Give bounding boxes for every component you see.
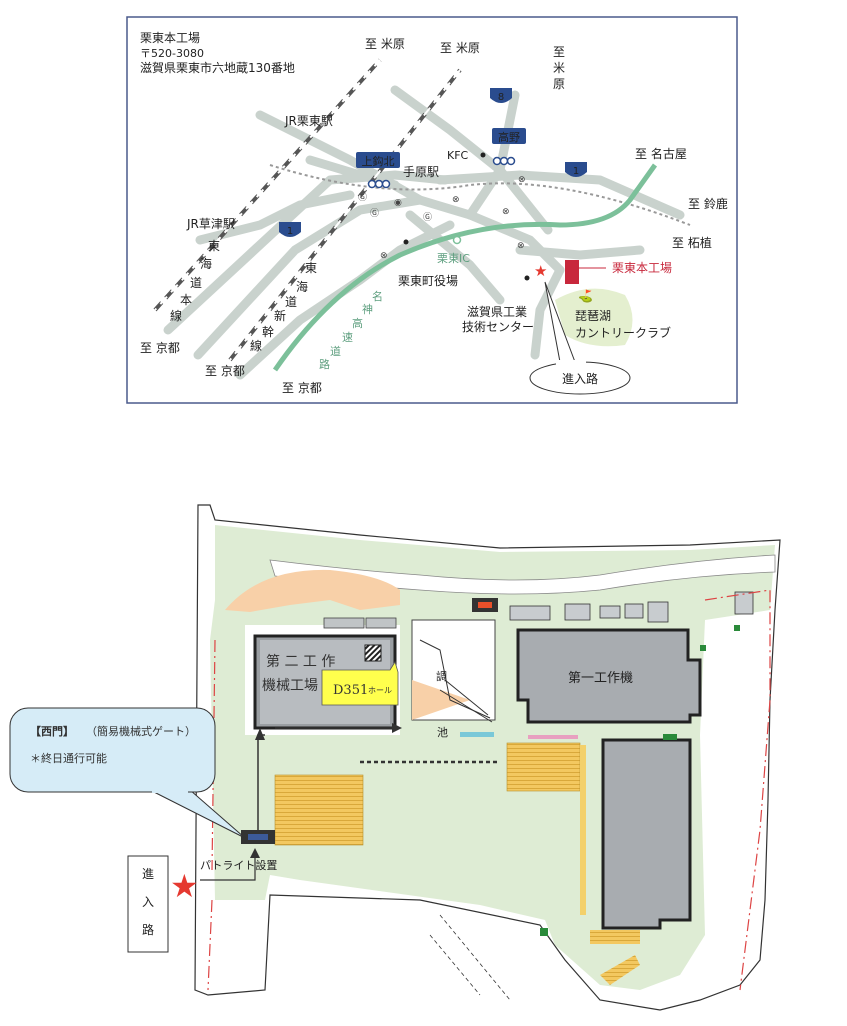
callout-label: 進入路 <box>562 371 598 386</box>
building2-label: 機械工場 <box>262 678 318 694</box>
police-icon: ⊗ <box>517 241 525 251</box>
building3 <box>601 738 692 930</box>
tokaido-line-label: 道 <box>190 276 202 290</box>
entrance-box <box>127 855 169 953</box>
west-gate-subtitle: （簡易機械式ゲート） <box>86 724 196 738</box>
golf-flag-icon: ⛳ <box>578 289 593 303</box>
shinkansen-label: 海 <box>296 279 308 294</box>
landmark-kfc: KFC <box>447 149 469 162</box>
shinkansen-label: 新 <box>274 308 286 323</box>
station-jr-ritto: JR栗東駅 <box>284 114 333 128</box>
meishin-label: 道 <box>330 344 341 358</box>
bank-icon: ◉ <box>394 198 402 208</box>
building1-label: 第一工作機 <box>568 671 633 686</box>
landmark-ritto-ic: 栗東IC <box>437 252 470 265</box>
orange-area <box>225 569 400 612</box>
landmark-ritto-town-office: 栗東町役場 <box>398 273 458 288</box>
map-symbols: Ⓖ Ⓖ Ⓖ ◉ ⊗ ⊗ ⊗ ⊗ ⊗ <box>358 152 530 281</box>
route-8-number: 8 <box>498 92 504 103</box>
meishin-label: 高 <box>352 316 363 330</box>
meishin-expressway <box>272 163 658 372</box>
direction-nagoya: 至 名古屋 <box>635 146 687 161</box>
direction-maibara: 至 米原 <box>440 41 480 55</box>
gas-station-icon: Ⓖ <box>423 212 432 223</box>
landmark-factory: 栗東本工場 <box>612 261 672 275</box>
route-1-icon: 1 <box>279 222 301 237</box>
pond-label: 池 <box>437 726 448 739</box>
direction-maibara: 原 <box>553 77 565 91</box>
shinkansen-label: 幹 <box>262 324 274 339</box>
building1 <box>516 628 702 724</box>
police-icon: ⊗ <box>518 175 526 185</box>
landmark-country-club: カントリークラブ <box>575 325 671 340</box>
site-map: 第 二 工 作 機械工場 D351 ホール 調 池 第一工作機 <box>9 504 781 1011</box>
patrol-light-label: パトライト設置 <box>200 858 277 872</box>
meishin-label: 路 <box>319 358 330 371</box>
meishin-label: 名 <box>372 289 383 303</box>
tokaido-line-label: 本 <box>180 293 192 307</box>
entrance-label: 路 <box>142 922 154 937</box>
north-road <box>269 554 776 595</box>
route-1-icon: 1 <box>565 162 587 177</box>
landmark-country-club: 琵琶湖 <box>575 308 611 323</box>
gas-station-icon: Ⓖ <box>358 192 367 203</box>
direction-maibara: 米 <box>553 61 565 75</box>
west-gate-note: ＊終日通行可能 <box>30 751 107 765</box>
meishin-label: 速 <box>342 331 353 344</box>
address-name: 栗東本工場 <box>140 31 200 45</box>
golf-course-area <box>555 288 633 347</box>
factory-marker <box>565 260 579 284</box>
hall-box <box>321 661 399 706</box>
gas-station-icon: Ⓖ <box>370 208 379 219</box>
hall-code: D351 <box>333 683 368 698</box>
tokaido-line-label: 線 <box>170 308 182 323</box>
address-postal: 〒520-3080 <box>140 47 204 60</box>
direction-maibara: 至 <box>553 45 565 59</box>
factory-entrance-star-icon: ★ <box>534 262 547 280</box>
direction-kyoto: 至 京都 <box>205 364 245 378</box>
kamimagari-kita-badge: 上鈎北 <box>356 152 400 189</box>
direction-kyoto: 至 京都 <box>140 341 180 355</box>
meishin-label: 神 <box>362 302 373 316</box>
takano-label: 高野 <box>498 130 520 144</box>
police-icon: ⊗ <box>452 195 460 205</box>
landmark-tech-center: 滋賀県工業 <box>467 305 527 319</box>
entrance-label: 進 <box>142 867 154 881</box>
takano-badge: 高野 <box>492 128 526 166</box>
hall-suffix: ホール <box>368 686 392 695</box>
station-tehara: 手原駅 <box>403 165 439 179</box>
entrance-label: 入 <box>142 895 154 909</box>
railway-lines <box>153 58 691 362</box>
direction-maibara: 至 米原 <box>365 37 405 51</box>
tokaido-line-label: 東 <box>208 239 220 253</box>
yellow-area <box>274 774 364 846</box>
direction-tsuge: 至 柘植 <box>672 235 712 250</box>
area-map-frame <box>126 16 738 404</box>
building2-label: 第 二 工 作 <box>266 653 335 670</box>
police-icon: ⊗ <box>502 207 510 217</box>
area-map: ⛳ 8 1 1 上鈎北 高野 <box>126 16 738 404</box>
tokaido-line-label: 海 <box>200 256 212 271</box>
yellow-area <box>506 742 581 792</box>
station-jr-kusatsu: JR草津駅 <box>186 217 235 231</box>
landmark-tech-center: 技術センター <box>462 320 534 334</box>
shinkansen-label: 東 <box>305 261 317 275</box>
direction-kyoto: 至 京都 <box>282 381 322 395</box>
west-gate-title: 【西門】 <box>30 725 74 738</box>
pond-label: 調 <box>436 669 447 683</box>
route-8-icon: 8 <box>490 88 512 103</box>
shinkansen-label: 道 <box>285 295 297 309</box>
entrance-star-icon: ★ <box>170 867 199 905</box>
route-1-number: 1 <box>573 166 579 177</box>
west-gate-callout: 【西門】 （簡易機械式ゲート） ＊終日通行可能 <box>9 707 246 839</box>
entrance-callout: 進入路 <box>529 281 631 395</box>
route-1-number: 1 <box>287 226 293 237</box>
address-street: 滋賀県栗東市六地蔵130番地 <box>140 60 295 75</box>
shinkansen-label: 線 <box>250 338 262 353</box>
police-icon: ⊗ <box>380 251 388 261</box>
direction-suzuka: 至 鈴鹿 <box>688 196 728 211</box>
kamimagari-kita-label: 上鈎北 <box>362 155 395 168</box>
